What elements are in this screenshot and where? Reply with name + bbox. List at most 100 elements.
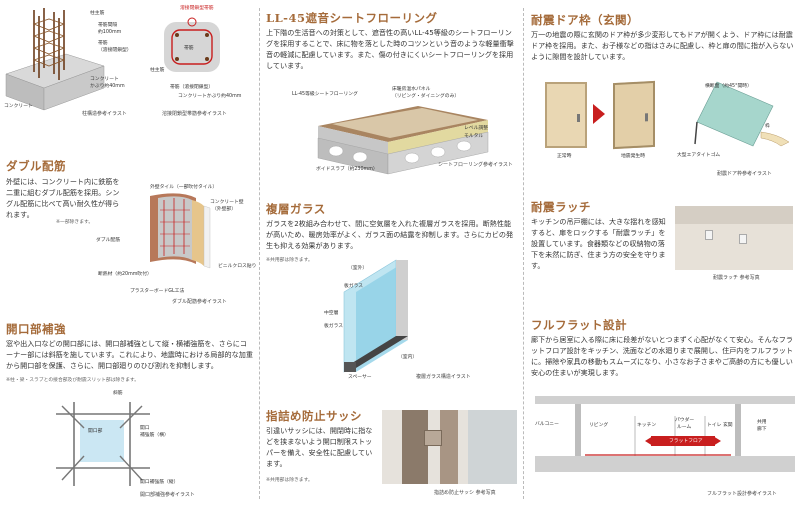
note-double-rebar: ※一部除きます。 [56, 220, 94, 225]
caption-flat: フルフラット設計参考イラスト [707, 491, 777, 497]
label-sheet: LL-45等級シートフローリング [292, 92, 358, 97]
heading-double-rebar: ダブル配筋 [6, 159, 66, 173]
label-entrance: 玄関 [723, 423, 733, 428]
label-concrete: コンクリート [4, 104, 33, 109]
label-kitchen: キッチン [637, 423, 657, 428]
label-frame-section: 横断面（約45°開時） [705, 84, 752, 89]
caption-sash: 指詰め防止サッシ 参考写真 [434, 490, 496, 496]
label-plate-1: 板ガラス [344, 284, 364, 289]
heading-latch: 耐震ラッチ [531, 200, 591, 214]
label-frame: 枠 [765, 124, 770, 129]
label-hoop-type: （溶接閉鎖型） [98, 48, 132, 53]
label-balcony: バルコニー [535, 422, 559, 427]
label-toilet: トイレ [707, 423, 722, 428]
label-main-rebar-detail: 柱主筋 [150, 68, 165, 73]
label-spacer: スペーサー [348, 375, 372, 380]
label-hollow: 中空層 [324, 311, 339, 316]
weld-hoop-illustration [164, 17, 220, 72]
text-floor: 上下階の生活音への対策として、遮音性の高いLL-45等級のシートフローリングを採… [266, 28, 514, 70]
heading-glass: 複層ガラス [266, 202, 326, 216]
caption-column: 柱構造参考イラスト [82, 111, 127, 117]
door-normal-photo [545, 82, 587, 148]
sash-photo [382, 410, 517, 484]
caption-opening: 開口部補強参考イラスト [140, 492, 195, 498]
label-corridor: 共用 [757, 420, 767, 425]
column-safety: 耐震ドア枠（玄関） 万一の地震の際に玄関のドア枠が多少変形してもドアが開くよう、… [527, 0, 800, 507]
text-flat: 廊下から居室に入る際に床に段差がないとつまずく心配がなくて安心。そんなフラットフ… [531, 335, 794, 377]
text-glass: ガラスを2枚組み合わせて、間に空気層を入れた複層ガラスを採用。断熱性能が高いため… [266, 219, 514, 250]
label-flat-floor: フラットフロア [669, 439, 703, 444]
arrow-icon [593, 104, 605, 124]
label-opening: 開口部 [88, 429, 103, 434]
label-hoop-inner: 帯筋 [184, 46, 194, 51]
label-cover-value: かぶり約40mm [90, 84, 125, 89]
text-opening: 窓や出入口などの開口部には、開口部補強として縦・横補強筋を、さらにコーナー部には… [6, 339, 253, 370]
label-plaster: プラスターボードGL工法 [130, 289, 185, 294]
label-h-bar: 開口 [140, 426, 150, 431]
flat-floor-illustration [535, 396, 795, 472]
label-vinyl: ビニルクロス貼り [218, 264, 257, 269]
heading-flat: フルフラット設計 [531, 318, 627, 332]
label-indoor: （室内） [398, 355, 418, 360]
text-sash: 引違いサッシには、開閉時に指などを挟まないよう開口制限ストッパーを備え、安全性に… [266, 426, 373, 468]
label-weld-closed: 溶接閉鎖型帯筋 [180, 6, 214, 11]
note-glass: ※共用部は除きます。 [266, 258, 313, 263]
label-outdoor: （室外） [348, 266, 368, 271]
door-frame-illustration [694, 81, 790, 147]
label-main-rebar: 柱主筋 [90, 11, 105, 16]
label-airtight: 大型エアタイトゴム [677, 153, 721, 158]
label-heating: 床暖房温水パネル [392, 87, 431, 92]
label-cover: コンクリート [90, 77, 119, 82]
label-cover-detail: コンクリートかぶり約40mm [178, 94, 242, 99]
heading-sash: 指詰め防止サッシ [266, 409, 362, 423]
label-slab: ボイドスラブ（約230mm） [316, 167, 378, 172]
heading-floor: LL-45遮音シートフローリング [266, 11, 438, 25]
caption-glass: 複層ガラス構造イラスト [416, 374, 471, 380]
label-normal: 正常時 [557, 154, 572, 159]
heading-opening: 開口部補強 [6, 322, 66, 336]
column-materials: LL-45遮音シートフローリング 上下階の生活音への対策として、遮音性の高いLL… [262, 0, 520, 507]
text-double-rebar: 外壁には、コンクリート内に鉄筋を二重に組むダブル配筋を採用。シングル配筋に比べて… [6, 177, 120, 219]
note-sash: ※共用部は除きます。 [266, 478, 313, 483]
label-corridor-sub: 廊下 [757, 427, 767, 432]
label-insulation: 断熱材（約20mm吹付） [98, 272, 152, 277]
label-concrete-wall-sub: （外壁部） [212, 207, 236, 212]
column-rebar-illustration [5, 8, 105, 111]
caption-weld-hoop: 溶接閉鎖型帯筋参考イラスト [162, 111, 227, 117]
floor-illustration [317, 106, 489, 175]
column-divider [523, 8, 524, 499]
label-hoop-spacing: 帯筋間隔 [98, 23, 118, 28]
label-level: レベル調整 [464, 126, 488, 131]
text-door: 万一の地震の際に玄関のドア枠が多少変形してもドアが開くよう、ドア枠には耐震ドア枠… [531, 30, 794, 61]
caption-double-rebar: ダブル配筋参考イラスト [172, 299, 227, 305]
glass-illustration [343, 259, 408, 373]
label-hoop-spacing-value: 約100mm [98, 30, 122, 35]
label-powder-sub: ルーム [677, 425, 692, 430]
caption-latch: 耐震ラッチ 参考写真 [713, 275, 760, 281]
label-concrete-wall: コンクリート壁 [210, 200, 244, 205]
label-v-bar: 開口補強筋（縦） [140, 480, 179, 485]
label-hoop-detail: 帯筋（溶接閉鎖型） [170, 85, 214, 90]
label-plate-2: 板ガラス [324, 324, 344, 329]
label-h-bar-sub: 補強筋（横） [140, 433, 169, 438]
double-rebar-illustration [150, 193, 211, 269]
label-tile: 外壁タイル（一部吹付タイル） [150, 185, 218, 190]
caption-floor: シートフローリング参考イラスト [438, 162, 513, 168]
column-structure: 柱主筋 帯筋間隔 約100mm 帯筋 （溶接閉鎖型） コンクリート かぶり約40… [0, 0, 257, 507]
label-diagonal: 斜筋 [113, 391, 123, 396]
label-quake: 地震発生時 [621, 154, 645, 159]
text-latch: キッチンの吊戸棚には、大きな揺れを感知すると、扉をロックする「耐震ラッチ」を設置… [531, 217, 666, 270]
caption-door: 耐震ドア枠参考イラスト [717, 171, 772, 177]
column-divider [259, 8, 260, 499]
label-powder: パウダー [675, 418, 695, 423]
opening-illustration [56, 402, 150, 486]
note-opening: ※柱・梁・スラブとの接合部及び耐震スリット部は除きます。 [6, 378, 140, 383]
label-double-rebar: ダブル配筋 [96, 238, 120, 243]
label-mortar: モルタル [464, 134, 484, 139]
latch-photo [675, 206, 793, 270]
label-heating-sub: （リビング・ダイニングのみ） [392, 94, 460, 99]
label-hoop: 帯筋 [98, 41, 108, 46]
label-living: リビング [589, 423, 609, 428]
heading-door: 耐震ドア枠（玄関） [531, 13, 639, 27]
door-quake-photo [613, 80, 655, 150]
